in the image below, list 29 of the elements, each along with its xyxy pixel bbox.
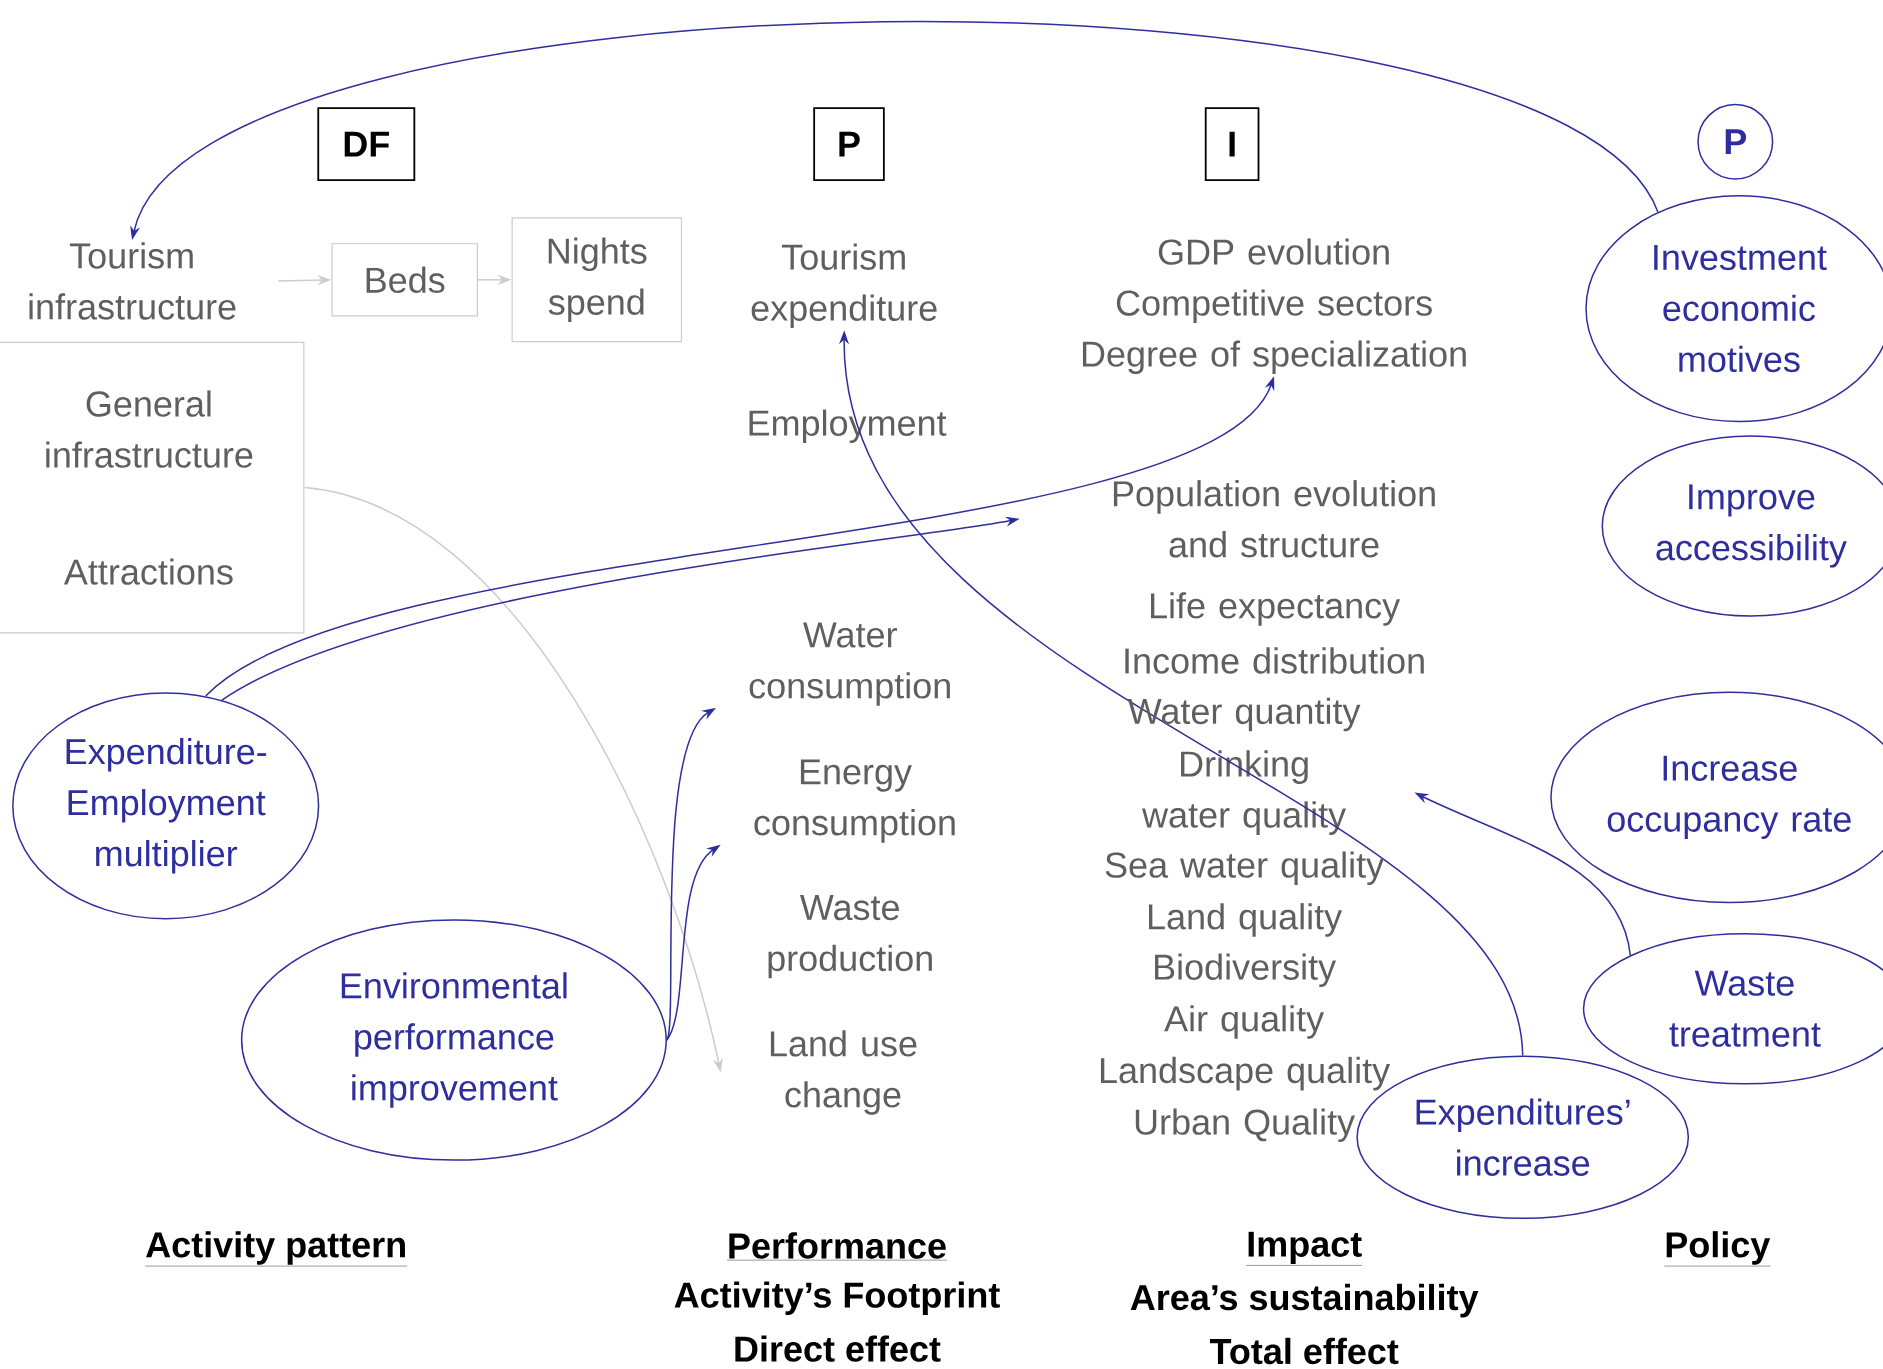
column-subheading: Total effect — [1209, 1337, 1399, 1365]
letter-box: I — [1204, 107, 1260, 182]
item-text: Land quality — [1149, 903, 1343, 937]
item-text: Sea water quality — [1105, 851, 1385, 885]
item-text: Tourism infrastructure — [29, 242, 236, 320]
item-text: Energy consumption — [754, 759, 955, 843]
column-subheading: Activity’s Footprint — [674, 1281, 1000, 1315]
item-text: Air quality — [1164, 1005, 1325, 1039]
item-text: Water consumption — [749, 622, 950, 706]
item-text: Biodiversity — [1155, 953, 1337, 988]
group-box: General infrastructure Attractions — [0, 341, 305, 634]
process-box: Nights spend — [511, 217, 683, 343]
process-box: Beds — [331, 243, 478, 317]
item-text: Landscape quality — [1100, 1056, 1391, 1091]
item-text: Life expectancy — [1151, 592, 1401, 626]
item-text: Tourism expenditure — [751, 243, 937, 329]
letter-box: P — [813, 107, 885, 182]
item-text: GDP evolution Competitive sectors Degree of specialization — [1082, 238, 1466, 374]
column-heading: Policy — [1664, 1231, 1771, 1267]
column-heading: Activity pattern — [145, 1231, 408, 1267]
column-heading: Performance — [726, 1232, 948, 1261]
item-text: Land use change — [770, 1030, 917, 1115]
item-text: Population evolution and structure — [1113, 480, 1435, 558]
column-heading: Impact — [1246, 1231, 1363, 1266]
item-text: Income distribution — [1125, 647, 1424, 674]
column-subheading: Direct effect — [735, 1335, 941, 1362]
column-subheading: Area’s sustainability — [1130, 1283, 1479, 1318]
letter-box: DF — [317, 107, 416, 182]
item-text: Waste production — [768, 895, 932, 979]
